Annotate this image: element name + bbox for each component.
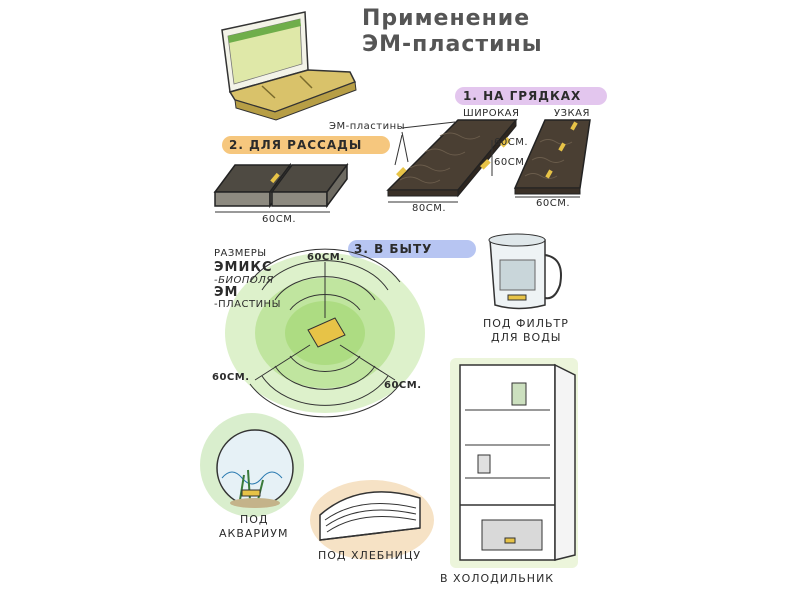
breadbox-caption: под хлебницу [318,549,422,562]
water-filter-illustration [488,233,562,310]
em-field-illustration [225,248,425,418]
seedlings-highlight [222,136,390,154]
filter-caption-line-1: под фильтр [483,317,569,330]
plates-pointer-label: ЭМ-пластины [329,121,406,132]
home-highlight [348,240,476,258]
field-line-3: -биополя [214,275,274,286]
filter-caption-line-2: для воды [491,331,562,344]
seedling-trays-illustration [213,162,349,213]
section-home-label: 3. в быту [354,242,433,256]
narrow-bed-illustration [513,119,591,195]
title-line-2: ЭМ-пластины [362,32,543,57]
wide-bed-illustration [386,118,518,198]
fridge-illustration [450,358,578,568]
section-seedlings-label: 2. для рассады [229,138,363,152]
field-line-1: размеры [214,248,267,259]
wide-bed-size-a: 60см. [494,137,529,148]
seedling-trays-size: 60см. [262,214,297,225]
breadbox-illustration [310,480,434,560]
narrow-bed-length: 60см. [536,198,571,209]
section-beds-label: 1. на грядках [463,89,582,103]
em-plate-package-illustration [221,11,357,121]
wide-bed-size-b: 60см. [494,157,529,168]
fridge-caption: в холодильник [440,572,555,585]
wide-bed-label: широкая [463,108,520,119]
field-size-top: 60см. [307,252,345,263]
plates-pointer-arrows [394,121,456,166]
aquarium-caption-line-2: аквариум [219,527,289,540]
title-line-1: Применение [362,6,531,31]
beds-highlight [455,87,607,105]
wide-bed-length: 80см. [412,203,447,214]
field-line-2: ЭМИКС [214,260,273,275]
narrow-bed-label: узкая [554,108,590,119]
page-title: Применение ЭМ-пластины [362,6,543,58]
aquarium-illustration [200,413,304,517]
field-size-left: 60см. [212,372,250,383]
field-line-4: ЭМ [214,285,239,300]
aquarium-caption-line-1: под [240,513,269,526]
field-line-5: -пластины [214,299,281,310]
field-size-right: 60см. [384,380,422,391]
